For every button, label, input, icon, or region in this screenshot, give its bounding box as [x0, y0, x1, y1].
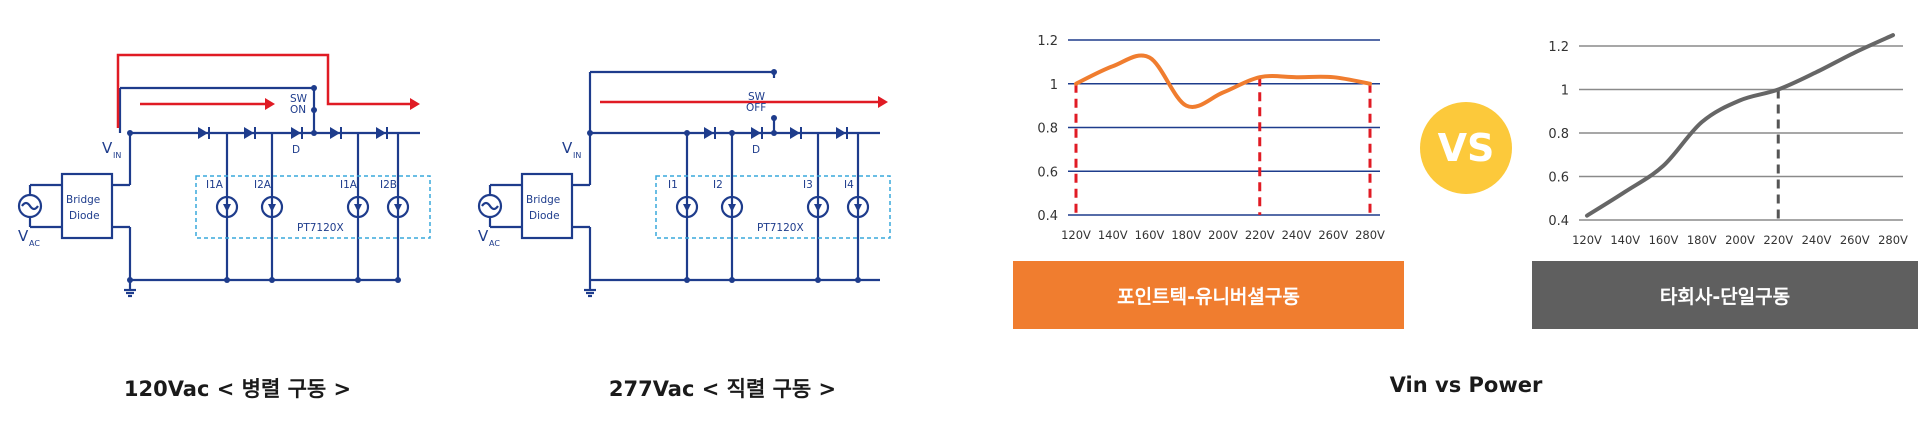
vs-badge: VS: [1420, 102, 1512, 194]
y-tick-label: 1: [1050, 78, 1058, 93]
x-tick-label: 120V: [1572, 233, 1602, 247]
x-tick-label: 240V: [1282, 228, 1312, 242]
banner-universal: 포인트텍-유니버셜구동: [1013, 261, 1404, 329]
x-tick-label: 220V: [1763, 233, 1793, 247]
circuit-series: Bridge Diode SW OFF D PT7120X I1 I2 I3 I…: [477, 69, 891, 298]
y-tick-label: 0.8: [1037, 122, 1058, 137]
source-label: I2A: [254, 179, 272, 191]
chip-label: PT7120X: [297, 222, 344, 234]
source-label: I2: [713, 179, 723, 191]
vin-sub: IN: [113, 151, 121, 160]
banner-universal-text: 포인트텍-유니버셜구동: [1117, 285, 1300, 308]
y-tick-label: 1: [1561, 84, 1569, 99]
series-line: [1074, 53, 1372, 109]
switch-label-2: OFF: [746, 102, 766, 114]
caption-comparison: Vin vs Power: [1389, 373, 1543, 397]
x-tick-label: 180V: [1171, 228, 1201, 242]
x-tick-label: 220V: [1245, 228, 1275, 242]
source-label: I2B: [380, 179, 397, 191]
y-tick-label: 0.6: [1037, 165, 1058, 180]
source-label: I1A: [206, 179, 224, 191]
vac-label: V: [18, 227, 29, 245]
x-tick-label: 140V: [1098, 228, 1128, 242]
bridge-label-2: Diode: [69, 210, 100, 222]
vac-label: V: [478, 227, 489, 245]
vs-text: VS: [1437, 126, 1495, 170]
vin-label: V: [562, 139, 573, 157]
bridge-label-1: Bridge: [526, 194, 560, 206]
vac-sub: AC: [489, 239, 500, 248]
x-tick-label: 240V: [1802, 233, 1832, 247]
chip-label: PT7120X: [757, 222, 804, 234]
source-label: I1: [668, 179, 678, 191]
y-tick-label: 1.2: [1037, 34, 1058, 49]
x-tick-label: 280V: [1355, 228, 1385, 242]
y-tick-label: 0.4: [1037, 209, 1058, 224]
x-tick-label: 120V: [1061, 228, 1091, 242]
y-tick-label: 1.2: [1548, 40, 1569, 55]
switch-label-1: SW: [748, 91, 766, 103]
vac-sub: AC: [29, 239, 40, 248]
y-tick-label: 0.6: [1548, 171, 1569, 186]
diode-label: D: [752, 144, 760, 156]
banner-single: 타회사-단일구동: [1532, 261, 1918, 329]
circuit-parallel: Bridge Diode SW ON D PT7120X I1A I2A I1A…: [17, 53, 431, 298]
switch-label-2: ON: [290, 104, 306, 116]
vin-label: V: [102, 139, 113, 157]
switch-label-1: SW: [290, 93, 308, 105]
x-tick-label: 260V: [1318, 228, 1348, 242]
caption-series: 277Vac < 직렬 구동 >: [608, 377, 837, 401]
y-tick-label: 0.4: [1548, 214, 1569, 229]
x-tick-label: 180V: [1687, 233, 1717, 247]
x-tick-label: 160V: [1649, 233, 1679, 247]
x-tick-label: 140V: [1610, 233, 1640, 247]
bridge-label-2: Diode: [529, 210, 560, 222]
series-line: [1585, 33, 1895, 218]
x-tick-label: 200V: [1208, 228, 1238, 242]
x-tick-label: 260V: [1840, 233, 1870, 247]
caption-parallel: 120Vac < 병렬 구동 >: [123, 377, 352, 401]
x-tick-label: 200V: [1725, 233, 1755, 247]
y-tick-label: 0.8: [1548, 127, 1569, 142]
source-label: I1A: [340, 179, 358, 191]
x-tick-label: 280V: [1878, 233, 1908, 247]
banner-single-text: 타회사-단일구동: [1659, 285, 1791, 308]
x-tick-label: 160V: [1135, 228, 1165, 242]
diode-label: D: [292, 144, 300, 156]
vin-sub: IN: [573, 151, 581, 160]
source-label: I4: [844, 179, 854, 191]
source-label: I3: [803, 179, 813, 191]
bridge-label-1: Bridge: [66, 194, 100, 206]
